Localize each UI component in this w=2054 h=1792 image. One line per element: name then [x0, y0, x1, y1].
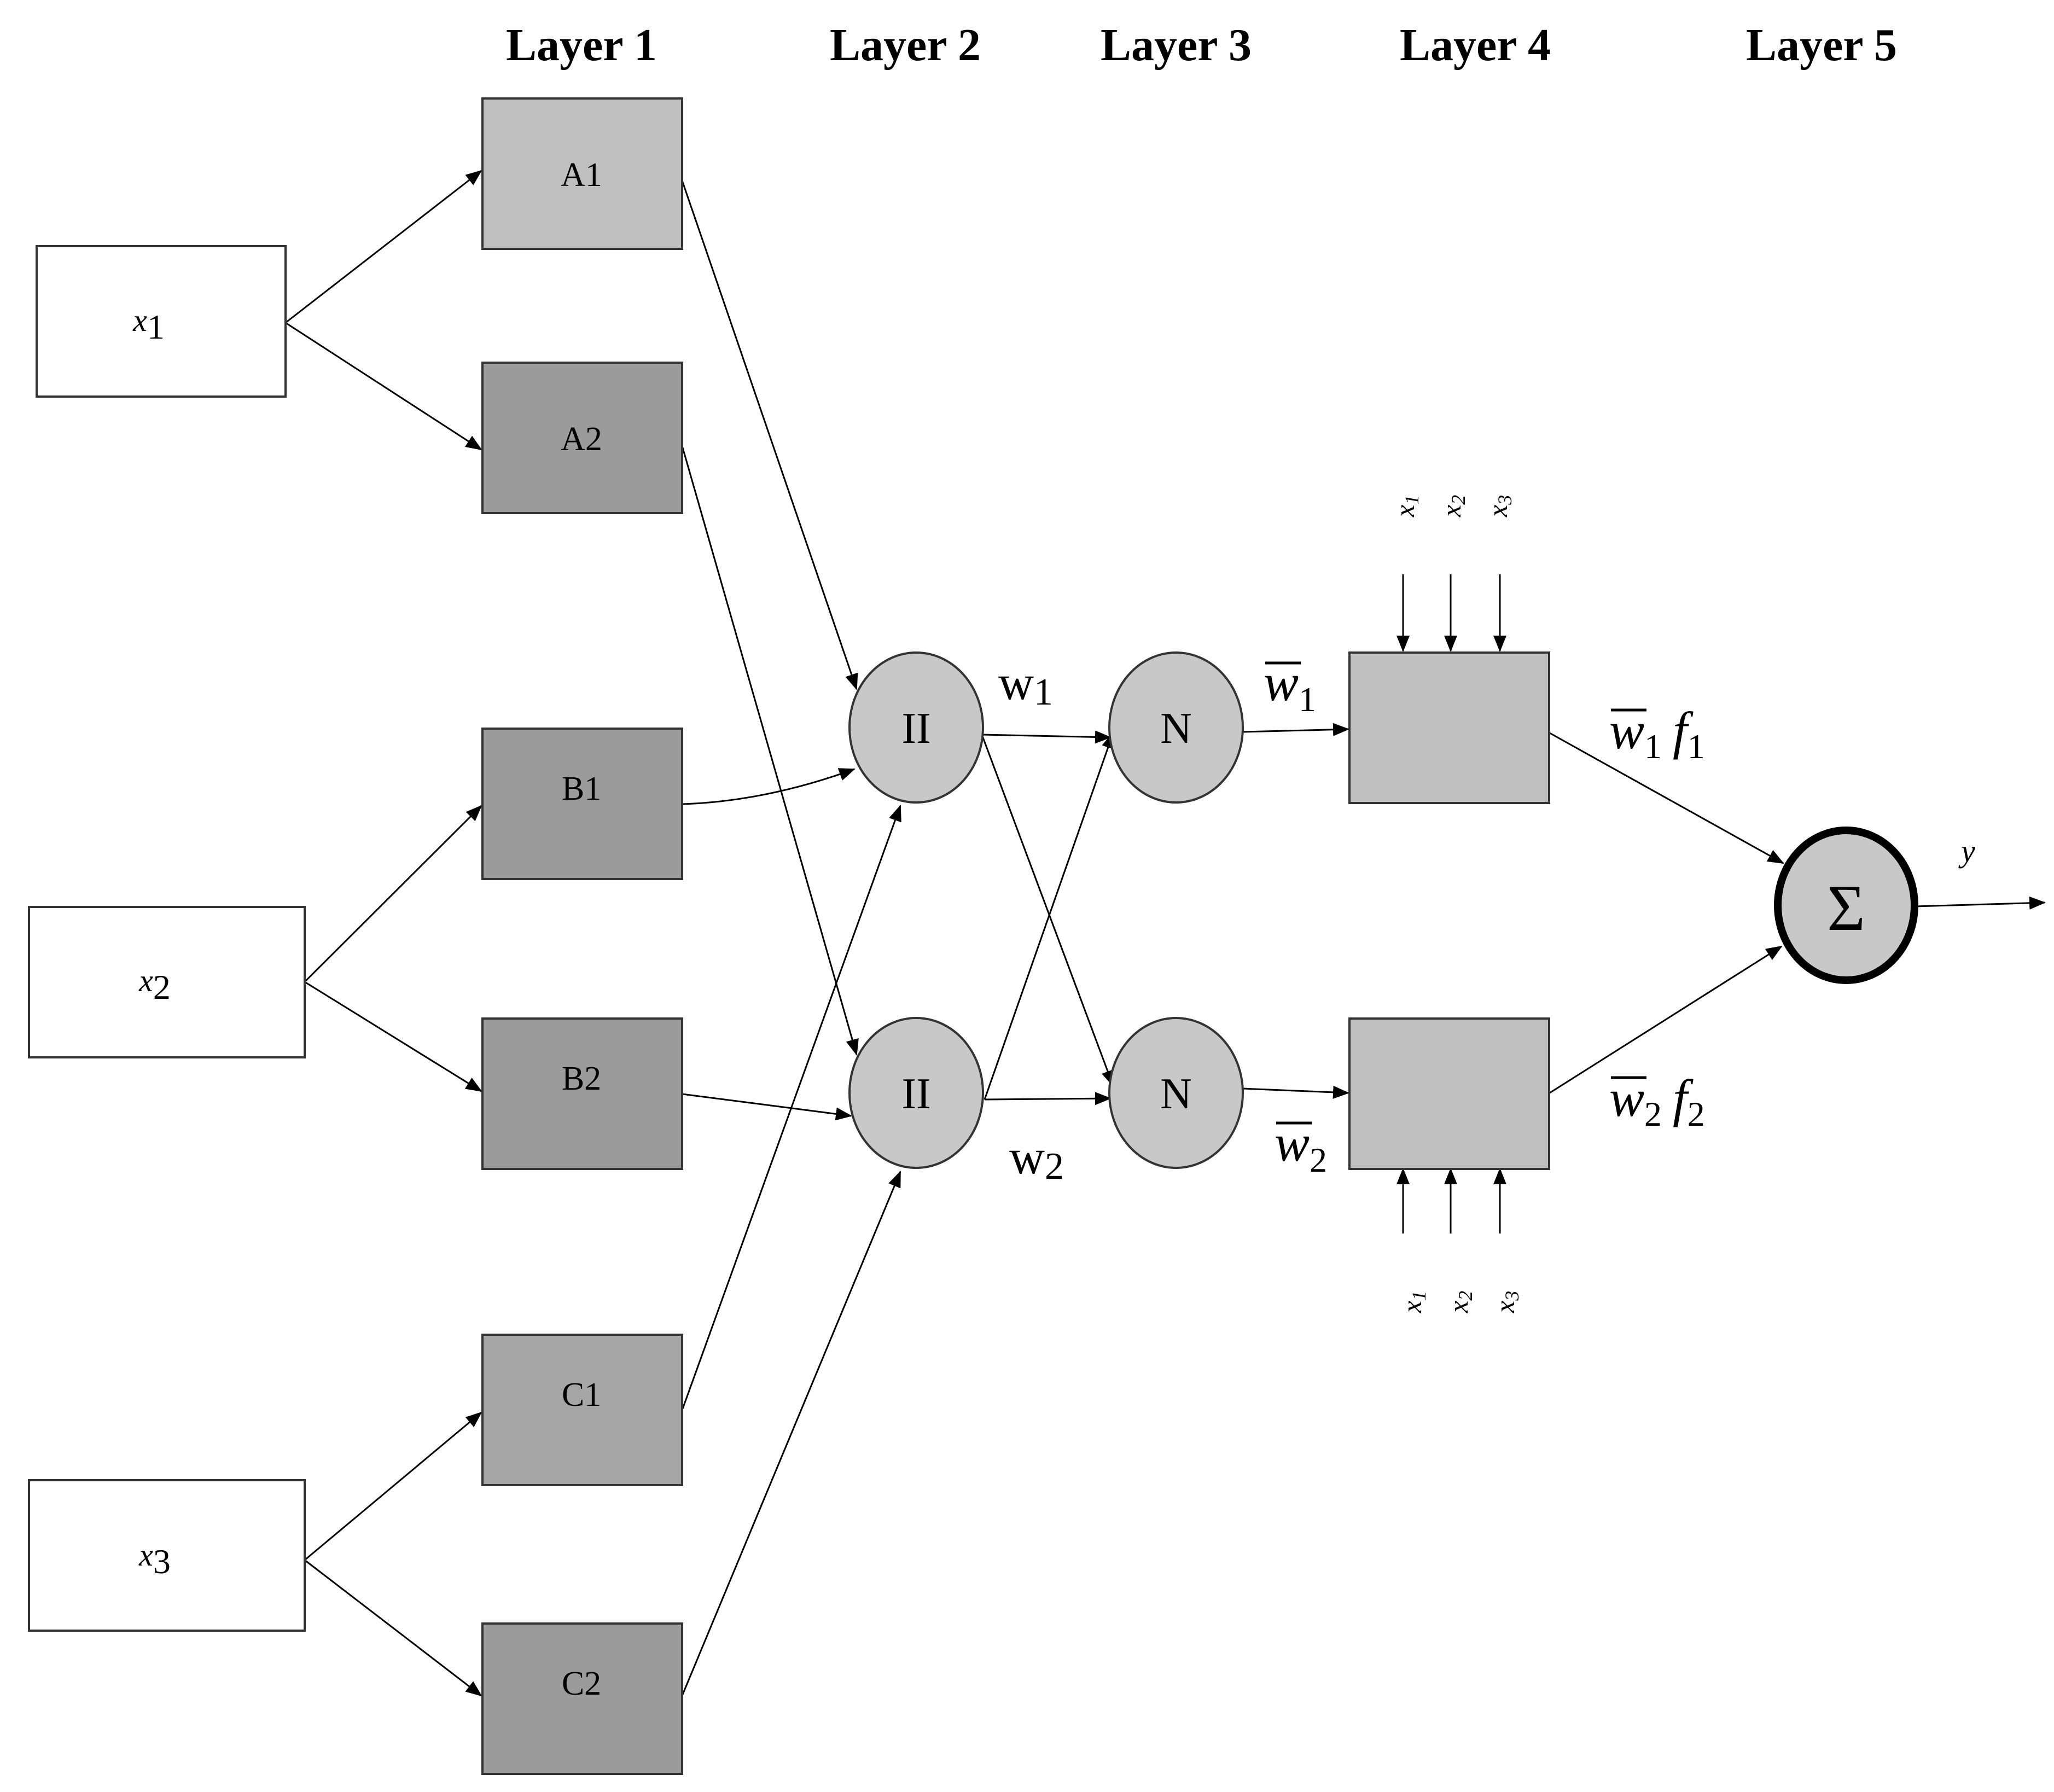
- input-x1: x1: [36, 245, 287, 398]
- edge-x1-A1: [285, 170, 482, 324]
- edge-N2-L4b: [1242, 1085, 1349, 1099]
- norm-node-1: N: [1108, 651, 1244, 804]
- weight-wbar2-label: w2: [1275, 1114, 1327, 1179]
- layer-4-title: Layer 4: [1400, 20, 1551, 71]
- svg-text:B1: B1: [562, 770, 601, 807]
- edge-P1-N2: [981, 734, 1114, 1087]
- edge-P2-N1: [984, 732, 1115, 1100]
- svg-text:w2: w2: [1275, 1114, 1327, 1179]
- input-x3: x3: [28, 1479, 306, 1632]
- weight-w2-label: w2: [1009, 1130, 1064, 1188]
- layer-1-title: Layer 1: [506, 20, 657, 71]
- edge-x1-A2: [285, 322, 482, 451]
- svg-text:Σ: Σ: [1827, 871, 1865, 944]
- svg-text:II: II: [901, 705, 930, 753]
- layer-2-title: Layer 2: [830, 20, 981, 71]
- weight-w1-label: w1: [998, 656, 1053, 713]
- output-y-label: y: [1958, 833, 1975, 869]
- edge-C2-P2: [681, 1171, 901, 1696]
- edges: [285, 170, 2046, 1697]
- membership-C1: C1: [481, 1334, 683, 1486]
- edge-N1-L4a: [1242, 723, 1349, 736]
- svg-text:B2: B2: [562, 1060, 601, 1097]
- layer4-bottom-x2-label: x2: [1443, 1291, 1476, 1313]
- norm-node-2: N: [1108, 1017, 1244, 1169]
- edge-sum-output: [1914, 896, 2046, 910]
- edge-C1-P1: [681, 805, 901, 1411]
- membership-A2: A2: [481, 362, 683, 514]
- product-node-2: II: [848, 1017, 984, 1169]
- layer4-bottom-x1-label: x1: [1397, 1291, 1430, 1313]
- edge-L4b-sum: [1549, 945, 1783, 1094]
- svg-text:A2: A2: [561, 421, 602, 458]
- edge-A1-P1: [681, 180, 858, 690]
- edge-B2-P2: [682, 1093, 852, 1121]
- layer4-top-x2-label: x2: [1436, 495, 1469, 517]
- svg-text:C1: C1: [562, 1376, 601, 1413]
- edge-A2-P2: [681, 445, 859, 1056]
- svg-text:N: N: [1160, 1070, 1192, 1118]
- layer-5-title: Layer 5: [1746, 20, 1897, 71]
- svg-text:x3: x3: [138, 1537, 171, 1581]
- membership-A1: A1: [481, 97, 683, 250]
- layer4-box-1: [1348, 651, 1550, 804]
- input-x2: x2: [28, 906, 306, 1058]
- layer4-top-x1-label: x1: [1389, 495, 1423, 517]
- svg-text:N: N: [1160, 705, 1192, 753]
- weight-wbar1-label: w1: [1264, 653, 1316, 719]
- product-node-1: II: [848, 651, 984, 804]
- edge-x3-C1: [304, 1411, 482, 1561]
- svg-text:A1: A1: [561, 156, 602, 194]
- layer4-top-x3-label: x3: [1482, 495, 1516, 517]
- sum-node: Σ: [1774, 827, 1918, 984]
- membership-B2: B2: [481, 1017, 683, 1170]
- membership-C2: C2: [481, 1622, 683, 1775]
- svg-text:C2: C2: [562, 1665, 601, 1702]
- edge-L4a-sum: [1549, 732, 1784, 864]
- edge-B1-P1: [682, 768, 856, 805]
- layer4-box-2: [1348, 1017, 1550, 1170]
- edge-P2-N2: [984, 1092, 1112, 1106]
- layer4-bottom-x3-label: x3: [1489, 1291, 1523, 1313]
- edge-x3-C2: [304, 1559, 482, 1697]
- svg-text:x1: x1: [132, 302, 165, 346]
- layer-3-title: Layer 3: [1101, 20, 1252, 71]
- edge-x2-B2: [304, 981, 482, 1092]
- svg-text:x2: x2: [138, 963, 171, 1006]
- svg-text:w1: w1: [1264, 653, 1316, 719]
- edge-x2-B1: [304, 805, 482, 983]
- edge-P1-N1: [981, 730, 1112, 744]
- membership-B1: B1: [481, 728, 683, 880]
- svg-text:II: II: [901, 1070, 930, 1118]
